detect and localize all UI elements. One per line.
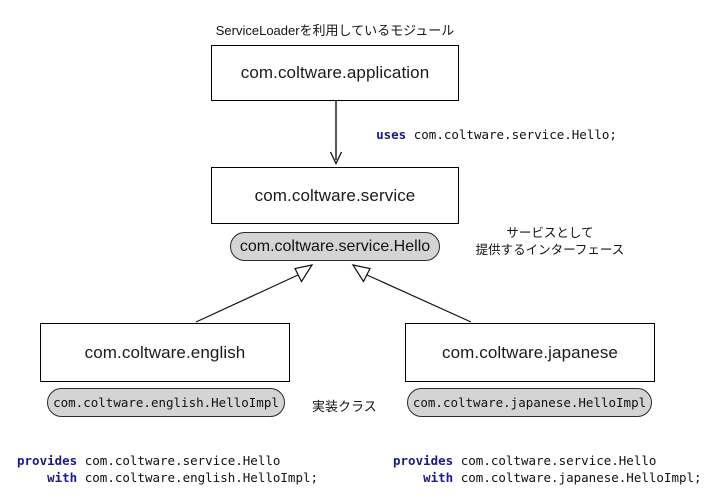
with-keyword-english: with bbox=[47, 470, 78, 485]
uses-edge bbox=[329, 100, 343, 166]
hollow-triangle-arrowhead-icon bbox=[351, 264, 371, 283]
module-box-service[interactable]: com.coltware.service bbox=[211, 167, 459, 224]
module-label-japanese: com.coltware.japanese bbox=[442, 342, 618, 362]
with-impl-japanese: com.coltware.japanese.HelloImpl; bbox=[453, 470, 702, 485]
provides-directive-english: provides com.coltware.service.Hello with… bbox=[17, 435, 318, 486]
module-label-service: com.coltware.service bbox=[254, 185, 416, 205]
type-pill-japanese-impl[interactable]: com.coltware.japanese.HelloImpl bbox=[407, 388, 652, 417]
serviceloader-caption: ServiceLoaderを利用しているモジュール bbox=[215, 23, 455, 38]
module-label-english: com.coltware.english bbox=[84, 342, 246, 362]
interface-caption: サービスとして 提供するインターフェース bbox=[460, 225, 640, 259]
open-v-arrowhead-icon bbox=[329, 151, 343, 166]
hollow-triangle-arrowhead-icon bbox=[294, 264, 314, 283]
uses-target: com.coltware.service.Hello; bbox=[406, 127, 617, 142]
interface-caption-line-1: サービスとして bbox=[506, 226, 594, 240]
with-indent-japanese bbox=[393, 470, 423, 485]
provides-service-japanese: com.coltware.service.Hello bbox=[453, 453, 657, 468]
provides-directive-japanese: provides com.coltware.service.Hello with… bbox=[393, 435, 702, 486]
uses-edge-label: uses com.coltware.service.Hello; bbox=[346, 111, 617, 159]
module-box-application[interactable]: com.coltware.application bbox=[211, 45, 459, 101]
module-label-application: com.coltware.application bbox=[240, 63, 430, 82]
with-indent-english bbox=[17, 470, 47, 485]
japanese-realization-edge bbox=[351, 264, 472, 323]
type-pill-label-service-interface: com.coltware.service.Hello bbox=[239, 237, 431, 255]
interface-caption-line-2: 提供するインターフェース bbox=[475, 243, 625, 257]
with-impl-english: com.coltware.english.HelloImpl; bbox=[77, 470, 319, 485]
module-box-english[interactable]: com.coltware.english bbox=[40, 323, 290, 382]
provides-service-english: com.coltware.service.Hello bbox=[77, 453, 281, 468]
type-pill-label-english-impl: com.coltware.english.HelloImpl bbox=[53, 395, 279, 410]
provides-keyword-english: provides bbox=[17, 453, 78, 468]
uses-keyword: uses bbox=[376, 127, 407, 142]
impl-class-caption: 実装クラス bbox=[312, 399, 377, 414]
provides-keyword-japanese: provides bbox=[393, 453, 454, 468]
module-box-japanese[interactable]: com.coltware.japanese bbox=[405, 323, 655, 382]
with-keyword-japanese: with bbox=[423, 470, 454, 485]
type-pill-english-impl[interactable]: com.coltware.english.HelloImpl bbox=[47, 388, 285, 417]
type-pill-service-interface[interactable]: com.coltware.service.Hello bbox=[230, 232, 440, 261]
english-realization-edge bbox=[195, 264, 314, 323]
type-pill-label-japanese-impl: com.coltware.japanese.HelloImpl bbox=[412, 395, 647, 410]
